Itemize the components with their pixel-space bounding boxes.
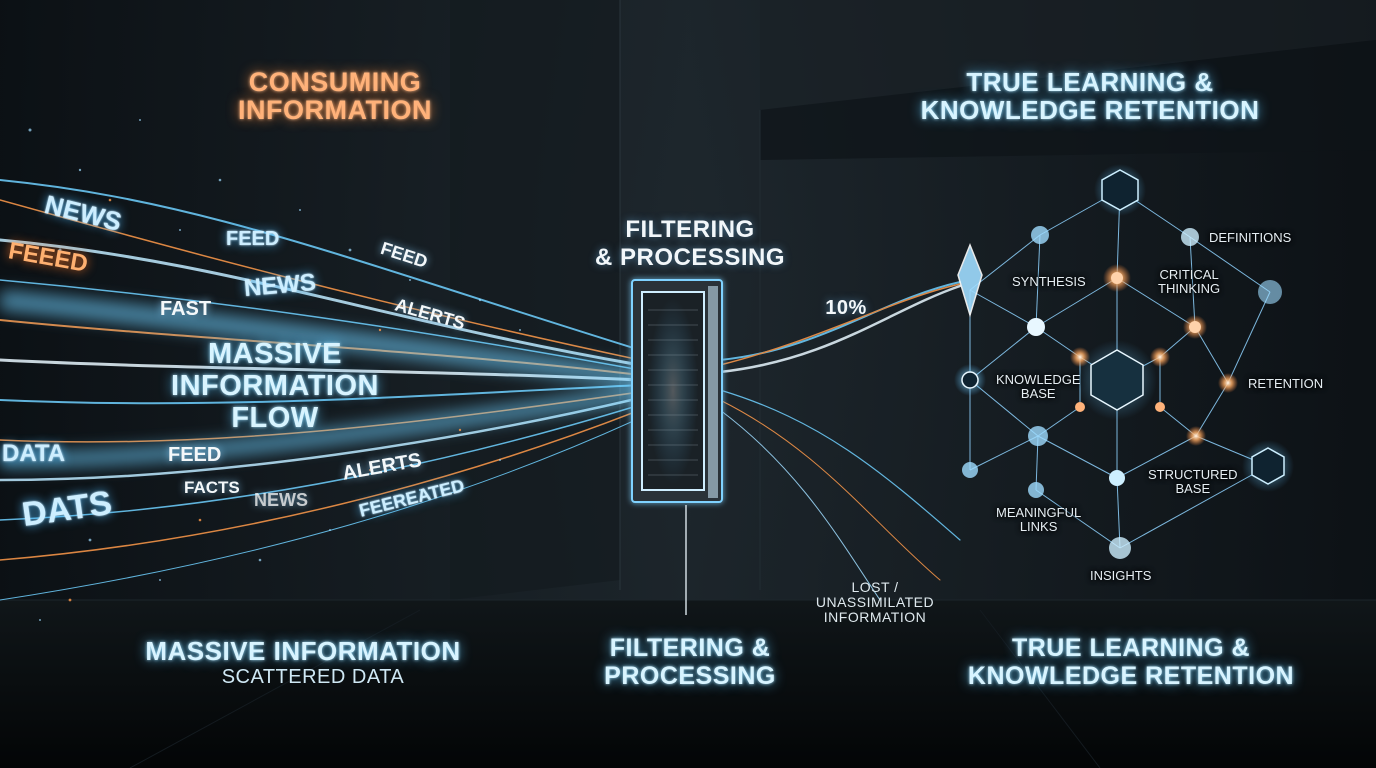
- bottom-label-massive-information: MASSIVE INFORMATION: [145, 636, 461, 666]
- lost-line2: UNASSIMILATED: [815, 594, 935, 610]
- flow-label-line3: FLOW: [231, 402, 319, 434]
- knowledge-base-line1: KNOWLEDGE: [996, 372, 1081, 387]
- node-label-insights: INSIGHTS: [1090, 568, 1152, 583]
- heading-consuming-line2: INFORMATION: [238, 95, 432, 125]
- node-label-meaningful-links: MEANINGFUL LINKS: [996, 506, 1081, 534]
- stream-word: DATA: [2, 440, 66, 467]
- lost-line3: INFORMATION: [823, 609, 927, 625]
- stream-word: FACTS: [184, 478, 240, 497]
- meaningful-links-line1: MEANINGFUL: [996, 505, 1082, 520]
- bottom-label-true-learning: TRUE LEARNING & KNOWLEDGE RETENTION: [962, 634, 1300, 690]
- knowledge-base-line2: BASE: [1020, 386, 1056, 401]
- critical-thinking-line2: THINKING: [1158, 281, 1221, 296]
- flow-label-line1: MASSIVE: [207, 338, 343, 370]
- network-nodes: [954, 164, 1294, 559]
- heading-consuming-information: CONSUMING INFORMATION: [230, 68, 440, 124]
- bottom-label-scattered-data: SCATTERED DATA: [221, 666, 405, 688]
- heading-true-learning-top-line2: KNOWLEDGE RETENTION: [920, 95, 1260, 125]
- bottom-label-filtering: FILTERING & PROCESSING: [590, 634, 790, 690]
- stream-word: FAST: [160, 298, 212, 320]
- node-label-critical-thinking: CRITICAL THINKING: [1158, 268, 1220, 296]
- node-label-definitions: DEFINITIONS: [1209, 230, 1292, 245]
- structured-base-line1: STRUCTURED: [1148, 467, 1238, 482]
- heading-consuming-line1: CONSUMING: [248, 67, 422, 97]
- bottom-label-lost-information: LOST / UNASSIMILATED INFORMATION: [800, 580, 950, 625]
- stream-word: NEWS: [254, 490, 308, 510]
- heading-true-learning-top-line1: TRUE LEARNING &: [966, 67, 1214, 97]
- node-label-synthesis: SYNTHESIS: [1012, 274, 1086, 289]
- heading-true-learning-top: TRUE LEARNING & KNOWLEDGE RETENTION: [920, 68, 1260, 124]
- bottom-true-learning-line2: KNOWLEDGE RETENTION: [967, 662, 1295, 690]
- heading-filtering-top-line2: & PROCESSING: [594, 244, 786, 271]
- flow-label-line2: INFORMATION: [171, 370, 379, 402]
- heading-filtering-top-line1: FILTERING: [625, 216, 755, 243]
- structured-base-line2: BASE: [1175, 481, 1211, 496]
- node-label-retention: RETENTION: [1248, 376, 1324, 391]
- critical-thinking-line1: CRITICAL: [1159, 267, 1219, 282]
- node-label-knowledge-base: KNOWLEDGE BASE: [996, 373, 1081, 401]
- bottom-filtering-line1: FILTERING &: [609, 634, 771, 662]
- bottom-filtering-line2: PROCESSING: [604, 662, 776, 690]
- lost-line1: LOST /: [851, 579, 899, 595]
- filter-device: [631, 279, 723, 615]
- node-label-structured-base: STRUCTURED BASE: [1148, 468, 1238, 496]
- bottom-true-learning-line1: TRUE LEARNING &: [1011, 634, 1251, 662]
- meaningful-links-line2: LINKS: [1019, 519, 1058, 534]
- massive-information-flow-label: MASSIVE INFORMATION FLOW: [150, 338, 400, 434]
- percentage-label: 10%: [825, 297, 867, 319]
- stream-word: FEED: [168, 444, 222, 466]
- heading-filtering-top: FILTERING & PROCESSING: [590, 216, 790, 272]
- stream-word: FEED: [226, 228, 280, 250]
